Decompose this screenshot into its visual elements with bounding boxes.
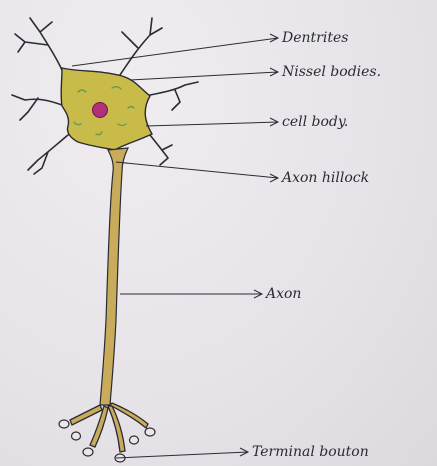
- leader-terminal: [116, 448, 248, 458]
- leader-dendrites: [72, 34, 278, 66]
- label-axon-hillock: Axon hillock: [280, 170, 369, 186]
- label-cell-body: cell body.: [282, 114, 348, 130]
- label-nissl-bodies: Nissel bodies.: [281, 64, 381, 80]
- terminal-boutons: [59, 420, 155, 462]
- label-dendrites: Dentrites: [281, 30, 348, 46]
- label-axon: Axon: [264, 286, 301, 302]
- label-terminal-bouton: Terminal bouton: [252, 444, 369, 460]
- leader-hillock: [116, 162, 278, 182]
- axon-shape: [100, 148, 128, 405]
- nucleus: [93, 103, 108, 118]
- leader-cellbody: [146, 118, 278, 126]
- terminal-branches: [70, 403, 148, 452]
- leader-nissl: [130, 68, 278, 80]
- leader-axon: [120, 290, 262, 298]
